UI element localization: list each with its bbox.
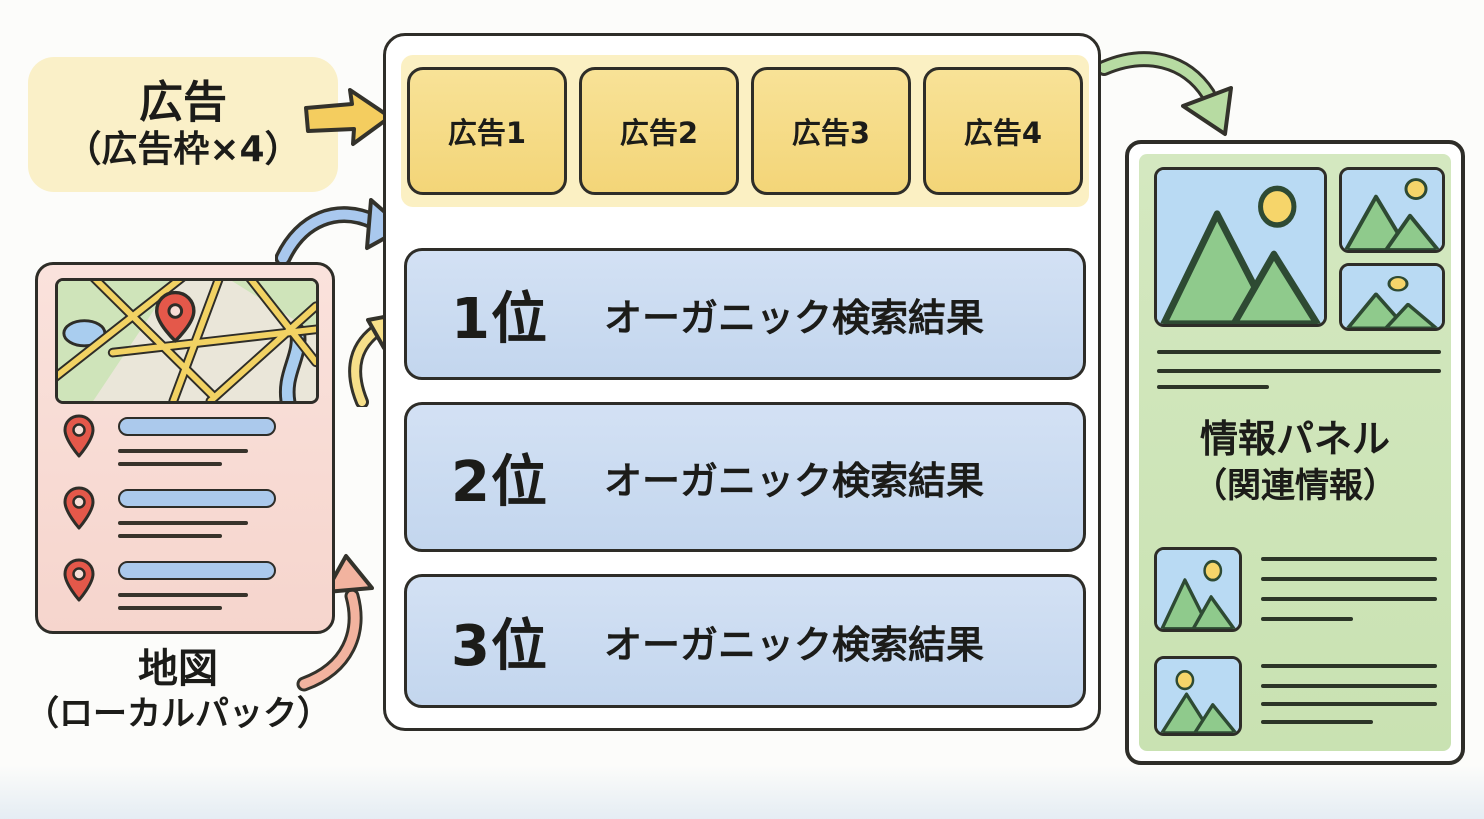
image-placeholder-small-1 xyxy=(1339,167,1445,253)
ad-slot-4-label: 広告4 xyxy=(963,116,1043,150)
ads-callout-label: 広告 （広告枠×4） xyxy=(28,57,338,192)
related-item-1-thumbnail xyxy=(1154,547,1242,632)
organic-result-3: 3位 オーガニック検索結果 xyxy=(404,574,1086,708)
curved-arrow-pink-icon xyxy=(296,554,374,692)
image-placeholder-large xyxy=(1154,167,1327,327)
panel-text-line xyxy=(1261,684,1437,688)
ad-slot-2: 広告2 xyxy=(579,67,739,195)
panel-text-line xyxy=(1261,720,1373,724)
local-pack-item xyxy=(62,413,312,477)
organic-result-2: 2位 オーガニック検索結果 xyxy=(404,402,1086,552)
ad-slot-1-label: 広告1 xyxy=(447,116,527,150)
ads-callout-line1: 広告 xyxy=(139,76,227,128)
local-pack-item xyxy=(62,485,312,549)
list-text-line xyxy=(118,449,248,453)
panel-text-line xyxy=(1157,369,1441,373)
ad-slot-2-label: 広告2 xyxy=(619,116,699,150)
organic-result-3-rank: 3位 xyxy=(451,613,548,679)
organic-result-1-rank: 1位 xyxy=(451,286,548,352)
panel-text-line xyxy=(1157,385,1269,389)
mountain-image-icon xyxy=(1342,266,1442,328)
list-title-bar xyxy=(118,561,276,580)
organic-result-3-label: オーガニック検索結果 xyxy=(603,622,984,667)
mountain-image-icon xyxy=(1157,550,1239,629)
local-pack-card xyxy=(35,262,335,634)
list-title-bar xyxy=(118,417,276,436)
ad-slot-4: 広告4 xyxy=(923,67,1083,195)
panel-text-line xyxy=(1261,557,1437,561)
mountain-image-icon xyxy=(1157,659,1239,733)
local-pack-label-line1: 地図 xyxy=(138,646,218,692)
organic-result-2-rank: 2位 xyxy=(451,449,548,515)
panel-text-line xyxy=(1261,577,1437,581)
map-pin-icon xyxy=(63,414,95,458)
panel-text-line xyxy=(1261,617,1353,621)
arrow-right-icon xyxy=(304,88,392,146)
info-panel: 情報パネル （関連情報） xyxy=(1125,140,1465,765)
ads-row: 広告1 広告2 広告3 広告4 xyxy=(401,55,1089,207)
info-panel-title: 情報パネル （関連情報） xyxy=(1129,416,1461,508)
local-pack-label-line2: （ローカルパック） xyxy=(25,694,331,734)
panel-text-line xyxy=(1261,664,1437,668)
organic-result-2-label: オーガニック検索結果 xyxy=(603,458,984,503)
bottom-shading xyxy=(0,765,1484,819)
map-illustration-icon xyxy=(58,281,316,401)
list-text-line xyxy=(118,534,222,538)
serp-results-container: 広告1 広告2 広告3 広告4 1位 オーガニック検索結果 2位 オーガニック検… xyxy=(383,33,1101,731)
info-panel-title-line1: 情報パネル xyxy=(1199,417,1390,461)
ads-callout-line2: （広告枠×4） xyxy=(65,129,301,171)
organic-result-1: 1位 オーガニック検索結果 xyxy=(404,248,1086,380)
ad-slot-3: 広告3 xyxy=(751,67,911,195)
map-image xyxy=(55,278,319,404)
info-panel-title-line2: （関連情報） xyxy=(1193,465,1397,506)
list-title-bar xyxy=(118,489,276,508)
local-pack-label: 地図 （ローカルパック） xyxy=(8,645,348,736)
ad-slot-1: 広告1 xyxy=(407,67,567,195)
map-pin-icon xyxy=(63,486,95,530)
local-pack-item xyxy=(62,557,312,621)
panel-text-line xyxy=(1261,597,1437,601)
mountain-image-icon xyxy=(1342,170,1442,250)
panel-text-line xyxy=(1261,702,1437,706)
organic-result-1-label: オーガニック検索結果 xyxy=(603,295,984,340)
panel-text-line xyxy=(1157,350,1441,354)
list-text-line xyxy=(118,593,248,597)
ad-slot-3-label: 広告3 xyxy=(791,116,871,150)
curved-arrow-green-icon xyxy=(1096,51,1233,136)
related-item-2-thumbnail xyxy=(1154,656,1242,736)
list-text-line xyxy=(118,606,222,610)
image-placeholder-small-2 xyxy=(1339,263,1445,331)
list-text-line xyxy=(118,521,248,525)
map-pin-icon xyxy=(63,558,95,602)
mountain-image-icon xyxy=(1157,170,1324,324)
list-text-line xyxy=(118,462,222,466)
